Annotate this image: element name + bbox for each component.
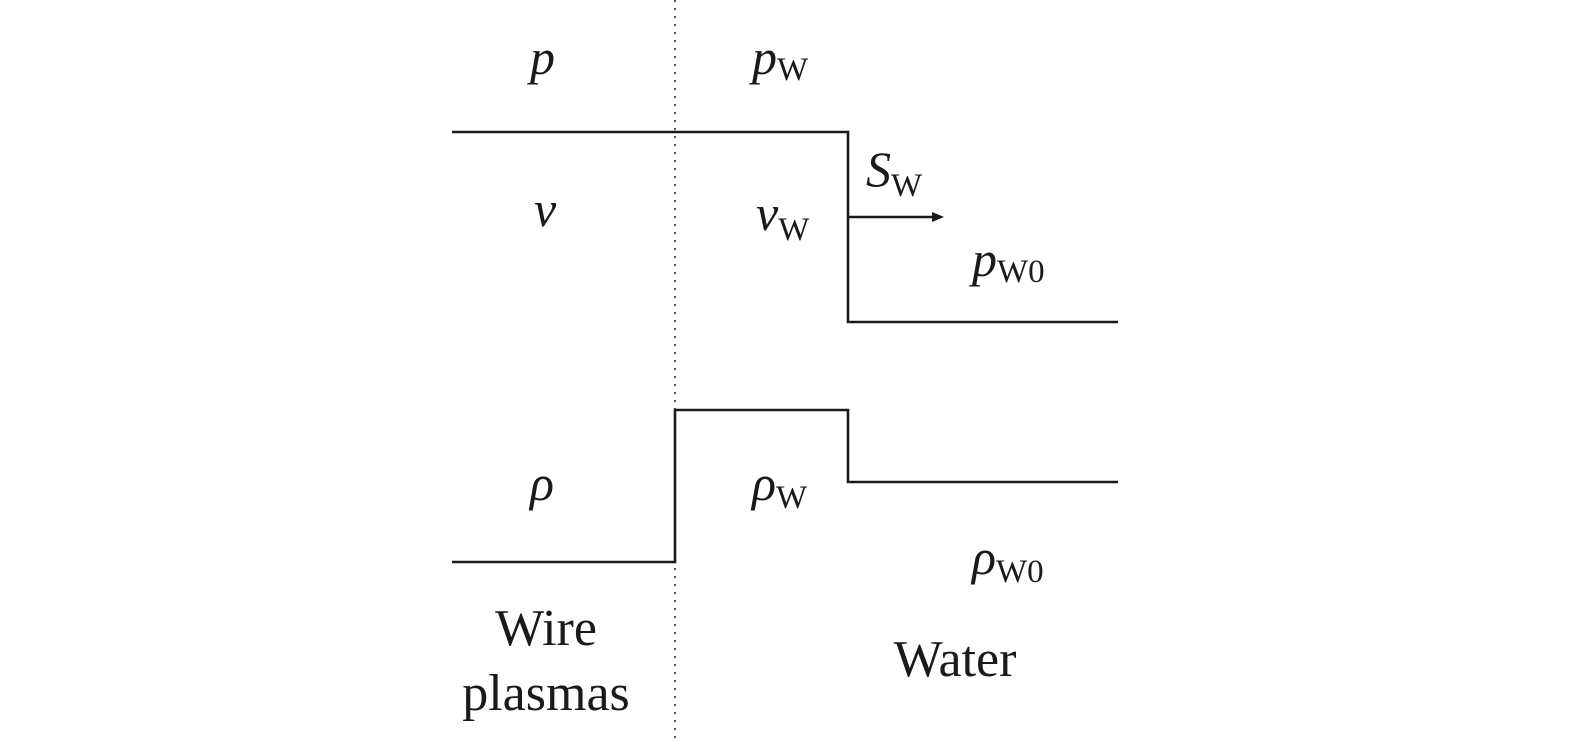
pressure-plasma-label: p xyxy=(527,29,555,85)
velocity-plasma-label: v xyxy=(534,181,557,237)
density-profile xyxy=(452,408,1118,564)
shock-label: SW xyxy=(866,141,923,204)
pressure-ambient-label: pW0 xyxy=(969,231,1045,290)
region-label-wire: Wire xyxy=(495,600,597,657)
region-label-plasmas: plasmas xyxy=(462,665,630,722)
density-ambient-label: ρW0 xyxy=(970,529,1044,590)
density-water-label: ρW xyxy=(750,455,808,516)
pressure-profile xyxy=(452,130,1118,324)
density-plasma-label: ρ xyxy=(528,455,554,511)
velocity-water-label: vW xyxy=(756,185,810,248)
region-label-water: Water xyxy=(894,631,1017,688)
pressure-water-label: pW xyxy=(749,29,809,88)
